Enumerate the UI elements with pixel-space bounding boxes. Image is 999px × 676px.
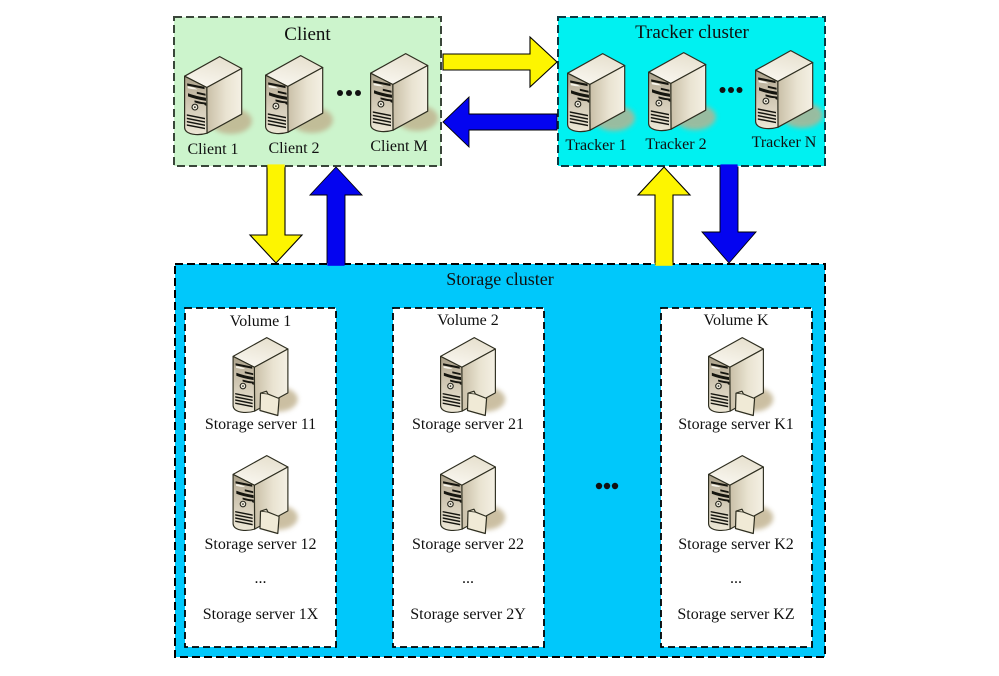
svg-text:Volume K: Volume K — [703, 312, 768, 329]
svg-text:Client: Client — [284, 24, 331, 45]
svg-text:Storage server 2Y: Storage server 2Y — [410, 606, 526, 623]
svg-text:Storage server K2: Storage server K2 — [678, 536, 794, 553]
svg-text:Tracker 1: Tracker 1 — [565, 137, 626, 154]
svg-text:Volume 2: Volume 2 — [437, 312, 498, 329]
svg-text:Storage cluster: Storage cluster — [446, 269, 553, 289]
svg-text:Storage server 21: Storage server 21 — [412, 416, 524, 433]
svg-text:Tracker 2: Tracker 2 — [645, 136, 706, 153]
svg-text:Storage server 11: Storage server 11 — [205, 416, 316, 433]
svg-text:...: ... — [462, 570, 474, 587]
svg-text:Client 1: Client 1 — [187, 141, 238, 158]
svg-text:Storage server KZ: Storage server KZ — [677, 606, 794, 623]
svg-text:...: ... — [255, 570, 267, 587]
svg-text:Volume 1: Volume 1 — [230, 313, 291, 330]
svg-text:...: ... — [730, 570, 742, 587]
svg-text:Storage server K1: Storage server K1 — [678, 416, 794, 433]
svg-text:Storage server 1X: Storage server 1X — [203, 606, 319, 623]
svg-text:Tracker cluster: Tracker cluster — [635, 22, 749, 43]
svg-text:Client M: Client M — [370, 138, 427, 155]
svg-text:Tracker N: Tracker N — [752, 134, 817, 151]
svg-text:Client 2: Client 2 — [268, 140, 319, 157]
svg-text:Storage server 22: Storage server 22 — [412, 536, 524, 553]
svg-text:Storage server 12: Storage server 12 — [205, 536, 317, 553]
